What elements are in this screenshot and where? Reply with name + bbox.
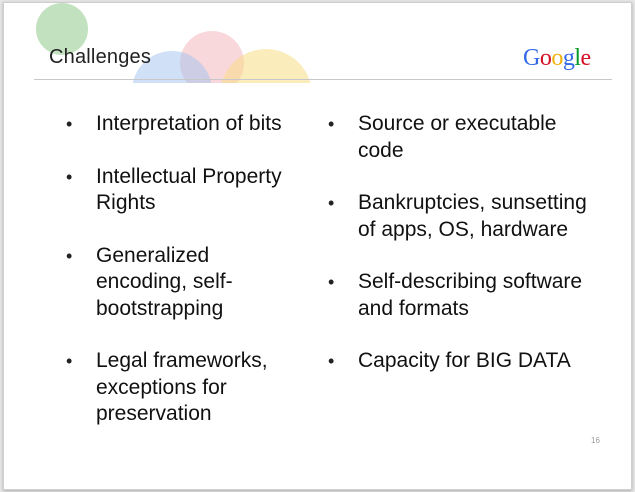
bullet-item: • Source or executable code xyxy=(328,111,598,164)
bullet-item: • Self-describing software and formats xyxy=(328,269,598,322)
logo-letter: g xyxy=(562,45,575,71)
logo-letter: e xyxy=(580,45,592,71)
bullet-item: • Bankruptcies, sunsetting of apps, OS, … xyxy=(328,190,598,243)
bullet-text: Interpretation of bits xyxy=(96,112,282,135)
bullet-text: Bankruptcies, sunsetting of apps, OS, ha… xyxy=(358,191,587,241)
slide: Challenges Google • Interpretation of bi… xyxy=(3,2,632,490)
bullet-text: Legal frameworks, exceptions for preserv… xyxy=(96,349,268,425)
bullet-icon: • xyxy=(66,114,73,134)
bullet-icon: • xyxy=(328,114,335,134)
bullet-icon: • xyxy=(66,166,73,187)
yellow-balloon xyxy=(221,49,311,83)
right-bullet-list: • Source or executable code • Bankruptci… xyxy=(328,111,598,401)
bullet-icon: • xyxy=(66,245,73,266)
bullet-text: Capacity for BIG DATA xyxy=(358,349,571,372)
bullet-item: • Capacity for BIG DATA xyxy=(328,348,598,375)
bullet-text: Generalized encoding, self-bootstrapping xyxy=(96,243,233,320)
blue-balloon xyxy=(132,51,212,83)
bullet-icon: • xyxy=(66,351,73,371)
logo-letter: G xyxy=(523,45,540,71)
bullet-item: • Intellectual Property Rights xyxy=(66,164,306,217)
bullet-item: • Legal frameworks, exceptions for prese… xyxy=(66,348,306,428)
bullet-icon: • xyxy=(328,193,335,213)
bullet-text: Source or executable code xyxy=(358,112,557,162)
logo-letter: l xyxy=(574,45,581,71)
bullet-text: Self-describing software and formats xyxy=(358,270,583,320)
page-number: 16 xyxy=(591,436,600,445)
green-balloon xyxy=(36,3,88,55)
logo-letter: o xyxy=(539,45,552,71)
bullet-text: Intellectual Property Rights xyxy=(96,164,282,215)
title-divider xyxy=(34,79,612,80)
bullet-icon: • xyxy=(328,272,335,292)
left-bullet-list: • Interpretation of bits • Intellectual … xyxy=(66,111,306,454)
slide-title: Challenges xyxy=(49,46,152,68)
decorative-balloons xyxy=(36,3,311,83)
bullet-item: • Interpretation of bits xyxy=(66,111,306,138)
logo-letter: o xyxy=(551,45,563,71)
google-logo: Google xyxy=(523,45,591,72)
bullet-icon: • xyxy=(328,351,335,371)
bullet-item: • Generalized encoding, self-bootstrappi… xyxy=(66,243,306,323)
